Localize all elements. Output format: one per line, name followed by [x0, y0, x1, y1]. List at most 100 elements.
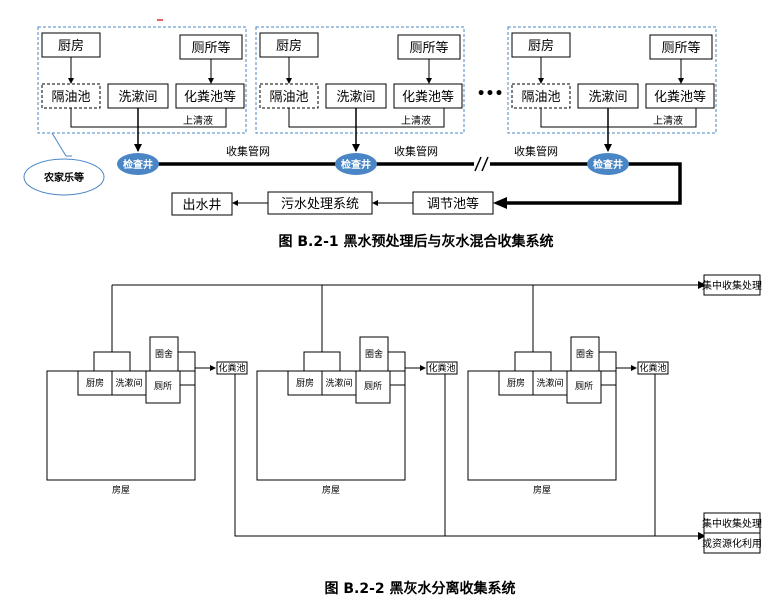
network-label-2: 收集管网 [394, 144, 438, 158]
house-label: 房屋 [533, 484, 551, 496]
septic-label: 化粪池等 [402, 89, 454, 105]
washroom-label: 洗漱间 [115, 377, 142, 389]
grease-trap-label: 隔油池 [51, 90, 90, 105]
bottom-line-arrow [698, 532, 706, 540]
roof-vent [514, 351, 552, 372]
outlet-well-label: 出水井 [182, 198, 221, 213]
outlet-well-box [171, 192, 233, 216]
central-treatment-box [703, 274, 761, 296]
kitchen-room [77, 370, 113, 396]
figure-1-caption: 图 B.2-1 黑水预处理后与灰水混合收集系统 [278, 233, 553, 250]
grease-trap-label: 隔油池 [269, 90, 308, 105]
callout-label: 农家乐等 [43, 171, 84, 184]
washroom-room [321, 370, 357, 396]
break-mark-1 [474, 156, 482, 172]
toilet-label: 厕所 [364, 381, 382, 392]
callout-bubble [23, 158, 105, 196]
septic-label: 化粪池等 [184, 89, 236, 105]
top-line-arrow [698, 281, 706, 289]
fig1-group-1: 厨房 厕所等 隔油池 洗漱间 化粪池等 上清液 [37, 26, 247, 152]
roof-vent [303, 351, 341, 372]
bottom-collection-line [234, 373, 700, 537]
washroom-label: 洗漱间 [536, 377, 563, 389]
house-2: 厨房 洗漱间 厕所 圈舍 化粪池 房屋 [256, 336, 458, 496]
toilet-box [179, 34, 243, 60]
callout-pointer [51, 132, 72, 157]
supernatant-line [356, 108, 445, 128]
inspection-well-3 [587, 153, 629, 175]
dashed-group-border [37, 26, 247, 134]
grease-outflow [70, 108, 138, 128]
ellipsis: ••• [477, 86, 504, 102]
pen-room [359, 336, 389, 372]
pen-label: 圈舍 [576, 348, 594, 360]
roof-vent [93, 351, 131, 372]
septic-label: 化粪池 [428, 362, 455, 374]
kitchen-label: 厨房 [276, 38, 302, 54]
house-3: 厨房 洗漱间 厕所 圈舍 化粪池 房屋 [467, 336, 669, 496]
washroom-box [107, 83, 169, 109]
break-mark-2 [481, 156, 489, 172]
arrow-head-regulating [493, 197, 507, 209]
washroom-label: 洗漱间 [118, 90, 157, 105]
kitchen-box [511, 32, 571, 58]
septic-label: 化粪池等 [654, 89, 706, 105]
toilet-label: 厕所 [575, 381, 593, 392]
treatment-system-label: 污水处理系统 [281, 197, 359, 212]
inspection-well-1 [117, 153, 159, 175]
kitchen-label: 厨房 [528, 38, 554, 54]
supernatant-line [138, 108, 227, 128]
central-treatment-label: 集中收集处理 [702, 279, 762, 292]
supernatant-label: 上清液 [183, 114, 213, 127]
central-reuse-line1: 集中收集处理 [702, 517, 762, 530]
toilet-label: 厕所等 [661, 40, 700, 56]
inspection-well-label: 检查井 [593, 158, 623, 171]
dashed-group-border [507, 26, 717, 134]
pen-room [149, 336, 179, 372]
house-label: 房屋 [112, 484, 130, 496]
grease-outflow [288, 108, 356, 128]
pen-label: 圈舍 [365, 348, 383, 360]
regulating-tank-label: 调节池等 [427, 196, 479, 212]
supernatant-label: 上清液 [401, 114, 431, 127]
kitchen-box [41, 32, 101, 58]
figure-2: 集中收集处理 集中收集处理 或资源化利用 厨房 洗漱间 厕所 圈舍 化粪池 房屋 [46, 274, 762, 597]
pipe-to-regulating [505, 162, 682, 205]
kitchen-box [259, 32, 319, 58]
inspection-well-label: 检查井 [123, 158, 153, 171]
pen-room [570, 336, 600, 372]
toilet-label: 厕所等 [409, 40, 448, 56]
dashed-group-border [255, 26, 465, 134]
figure-2-caption: 图 B.2-2 黑灰水分离收集系统 [324, 580, 515, 597]
septic-box [175, 83, 245, 109]
toilet-label: 厕所等 [191, 40, 230, 56]
septic-label: 化粪池 [218, 362, 245, 374]
washroom-label: 洗漱间 [588, 90, 627, 105]
septic-box [393, 83, 463, 109]
kitchen-label: 厨房 [296, 377, 314, 389]
washroom-label: 洗漱间 [336, 90, 375, 105]
network-label-3: 收集管网 [514, 144, 558, 158]
kitchen-label: 厨房 [58, 38, 84, 54]
pen-label: 圈舍 [155, 348, 173, 360]
fig1-group-3: 厨房 厕所等 隔油池 洗漱间 化粪池等 上清液 [507, 26, 717, 152]
septic-tank-box [637, 361, 669, 375]
kitchen-room [498, 370, 534, 396]
fig1-group-2: 厨房 厕所等 隔油池 洗漱间 化粪池等 上清液 [255, 26, 465, 152]
house-1: 厨房 洗漱间 厕所 圈舍 化粪池 房屋 [46, 336, 248, 496]
toilet-room [355, 370, 391, 404]
washroom-box [577, 83, 639, 109]
septic-box [645, 83, 715, 109]
house-label: 房屋 [322, 484, 340, 496]
kitchen-label: 厨房 [507, 377, 525, 389]
septic-tank-box [426, 361, 458, 375]
figure-1: 厨房 厕所等 隔油池 洗漱间 化粪池等 上清液 厨房 厕所等 隔油池 [23, 26, 717, 250]
grease-trap-box [511, 83, 571, 109]
grease-trap-label: 隔油池 [521, 90, 560, 105]
toilet-box [397, 34, 461, 60]
toilet-label: 厕所 [154, 381, 172, 392]
network-label-1: 收集管网 [226, 144, 270, 158]
central-reuse-line2: 或资源化利用 [702, 537, 762, 550]
washroom-label: 洗漱间 [325, 377, 352, 389]
septic-tank-box [216, 361, 248, 375]
